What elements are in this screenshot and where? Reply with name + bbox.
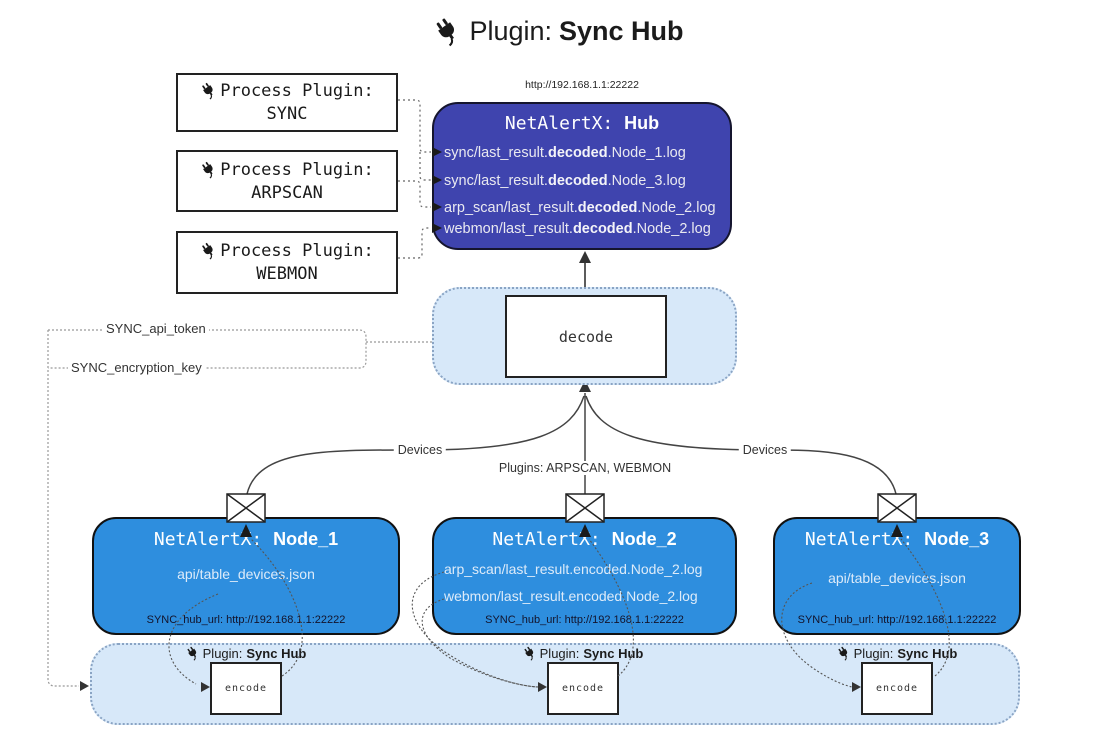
plug-icon xyxy=(433,17,463,47)
encode-box-1: encode xyxy=(210,662,282,715)
hub-box: NetAlertX: Hub sync/last_result.decoded.… xyxy=(432,102,732,250)
plug-icon xyxy=(200,82,218,100)
node-title: NetAlertX: Node_1 xyxy=(153,529,339,550)
hub-title: NetAlertX: Hub xyxy=(434,113,730,137)
edge-label-devices-left: Devices xyxy=(393,443,447,457)
process-plugin-label: Process Plugin: xyxy=(220,81,374,101)
page-title: Plugin: Sync Hub xyxy=(0,16,1117,47)
edge-label-devices-right: Devices xyxy=(738,443,792,457)
node-log-line: arp_scan/last_result.encoded.Node_2.log xyxy=(444,561,703,577)
node-3-box: NetAlertX: Node_3 api/table_devices.json… xyxy=(773,517,1021,635)
hub-url: http://192.168.1.1:22222 xyxy=(525,79,639,91)
plug-icon xyxy=(186,646,201,661)
hub-title-bold: Hub xyxy=(624,113,660,133)
hub-log-line: sync/last_result.decoded.Node_3.log xyxy=(444,173,686,189)
process-plugin-name: WEBMON xyxy=(256,264,318,284)
node-2-box: NetAlertX: Node_2 arp_scan/last_result.e… xyxy=(432,517,737,635)
encode-box-3: encode xyxy=(861,662,933,715)
plug-icon xyxy=(523,646,538,661)
process-plugin-name: SYNC xyxy=(266,104,308,124)
process-plugin-sync: Process Plugin: SYNC xyxy=(176,73,398,132)
plug-icon xyxy=(837,646,852,661)
arrowhead-into-hub xyxy=(579,251,591,263)
decode-label: decode xyxy=(558,327,614,346)
hub-log-line: webmon/last_result.decoded.Node_2.log xyxy=(444,221,711,237)
sync-api-token-label: SYNC_api_token xyxy=(103,321,209,336)
edge-label-plugins: Plugins: ARPSCAN, WEBMON xyxy=(494,461,676,475)
node-log-line: api/table_devices.json xyxy=(828,570,966,586)
hub-log-line: arp_scan/last_result.decoded.Node_2.log xyxy=(444,200,716,216)
node-log-line: webmon/last_result.encoded.Node_2.log xyxy=(444,588,698,604)
process-plugin-label: Process Plugin: xyxy=(220,241,374,261)
arrowhead-into-encode-band xyxy=(80,681,89,691)
node-log-line: api/table_devices.json xyxy=(177,566,315,582)
plug-icon xyxy=(200,242,218,260)
node-hub-url: SYNC_hub_url: http://192.168.1.1:22222 xyxy=(485,614,684,626)
encode-box-2: encode xyxy=(547,662,619,715)
process-plugin-name: ARPSCAN xyxy=(251,182,323,203)
process-plugin-webmon: Process Plugin: WEBMON xyxy=(176,231,398,294)
node-hub-url: SYNC_hub_url: http://192.168.1.1:22222 xyxy=(797,614,997,626)
encode-label: encode xyxy=(561,683,605,694)
band-plugin-label-3: Plugin: Sync Hub xyxy=(837,644,957,662)
band-plugin-label-1: Plugin: Sync Hub xyxy=(186,644,306,662)
encode-label: encode xyxy=(875,683,919,694)
band-plugin-label-2: Plugin: Sync Hub xyxy=(523,644,643,662)
page-title-bold: Sync Hub xyxy=(559,16,684,46)
page-title-prefix: Plugin: xyxy=(469,16,553,46)
hub-title-prefix: NetAlertX: xyxy=(504,113,625,134)
encode-label: encode xyxy=(224,683,268,694)
plugin-to-hub-connectors xyxy=(398,99,431,259)
node-hub-url: SYNC_hub_url: http://192.168.1.1:22222 xyxy=(146,614,346,626)
node-1-box: NetAlertX: Node_1 api/table_devices.json… xyxy=(92,517,400,635)
node-title: NetAlertX: Node_3 xyxy=(804,529,990,550)
hub-log-line: sync/last_result.decoded.Node_1.log xyxy=(444,145,686,161)
plug-icon xyxy=(200,161,218,179)
nodes-to-decode-edges xyxy=(246,393,897,496)
node-title: NetAlertX: Node_2 xyxy=(492,529,677,550)
decode-box: decode xyxy=(505,295,667,378)
process-plugin-label: Process Plugin: xyxy=(220,159,374,180)
process-plugin-arpscan: Process Plugin: ARPSCAN xyxy=(176,150,398,212)
sync-encryption-key-label: SYNC_encryption_key xyxy=(68,360,205,375)
